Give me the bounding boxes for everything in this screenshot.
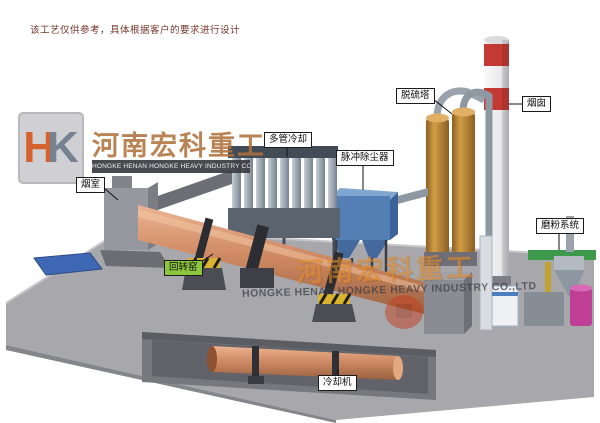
disclaimer-note: 该工艺仅供参考，具体根据客户的要求进行设计 [30, 25, 241, 36]
logo-monogram: HK [18, 112, 84, 184]
logo-company-name-en: HONGKE HENAN HONGKE HEAVY INDUSTRY CO.,L… [92, 160, 250, 173]
logo-letter-h: H [23, 123, 55, 172]
label-chimney: 烟囱 [522, 96, 552, 112]
leader-lines [103, 98, 560, 375]
label-desulfurization-tower: 脱硫塔 [396, 88, 435, 104]
logo-letter-k: K [47, 123, 79, 172]
cooling-machine [207, 346, 403, 389]
grinding-system [479, 216, 596, 331]
label-grinding-system: 磨粉系统 [536, 218, 585, 234]
label-rotary-kiln: 回转窑 [164, 260, 203, 276]
multi-tube-cooler [152, 146, 340, 258]
label-smoke-chamber: 烟室 [76, 177, 106, 193]
company-logo: HK 河南宏科重工 HONGKE HENAN HONGKE HEAVY INDU… [18, 110, 264, 190]
logo-company-name-cn: 河南宏科重工 [92, 131, 266, 161]
watermark-seal [385, 295, 423, 329]
label-multi-tube-cooler: 多管冷却 [264, 132, 313, 148]
label-cooling-machine: 冷却机 [318, 375, 357, 391]
desulfurization-towers [424, 87, 493, 266]
water-pad [33, 252, 103, 276]
label-pulse-dust-collector: 脉冲除尘器 [336, 150, 394, 166]
rotary-kiln [138, 205, 472, 334]
